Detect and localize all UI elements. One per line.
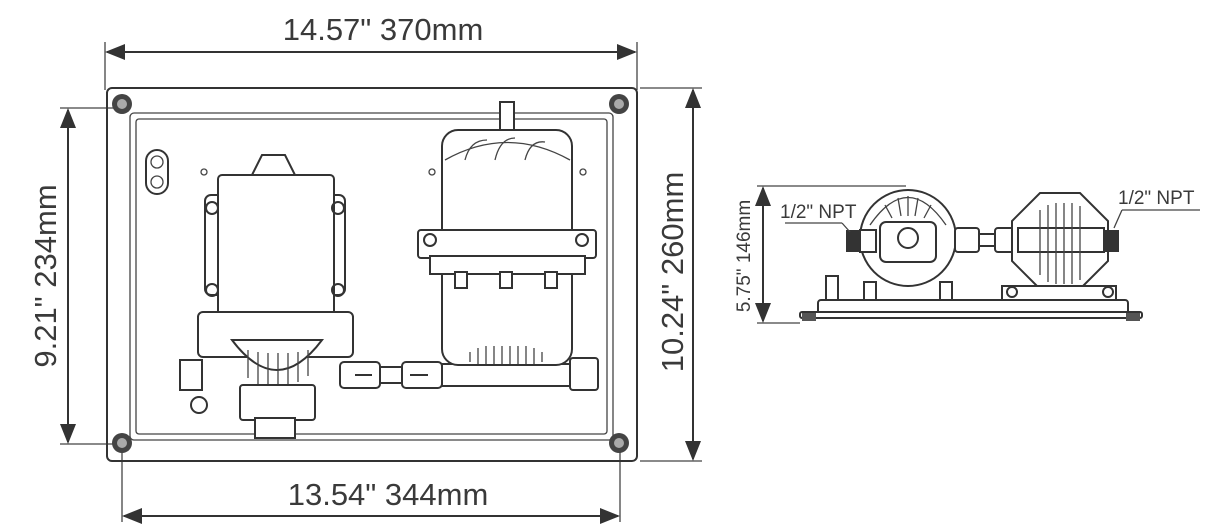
bottom-width-dimension: 13.54" 344mm bbox=[121, 445, 621, 524]
inlet-port-label: 1/2" NPT bbox=[780, 202, 857, 223]
outer-height-label: 10.24" 260mm bbox=[655, 172, 690, 373]
outer-width-label: 14.57" 370mm bbox=[283, 12, 484, 47]
mounting-plate bbox=[106, 87, 638, 462]
fitting-icon bbox=[339, 357, 599, 391]
hole-icon bbox=[190, 396, 208, 414]
side-height-dimension: 5.75" 146mm bbox=[734, 185, 906, 324]
top-width-dimension: 14.57" 370mm bbox=[104, 12, 638, 90]
side-pump-icon bbox=[846, 189, 957, 301]
side-height-label: 5.75" 146mm bbox=[734, 200, 755, 312]
switch-icon bbox=[145, 149, 169, 195]
side-tank-icon bbox=[1001, 192, 1119, 301]
pump-icon bbox=[179, 154, 354, 439]
plate-recess bbox=[129, 112, 614, 441]
front-view: 14.57" 370mm 13.54" 344mm 9.21" 234mm 10… bbox=[28, 12, 702, 524]
corner-screws bbox=[112, 94, 629, 453]
accumulator-tank-icon bbox=[417, 101, 597, 366]
left-height-dimension: 9.21" 234mm bbox=[28, 107, 120, 445]
right-height-dimension: 10.24" 260mm bbox=[640, 87, 702, 462]
outlet-port-label: 1/2" NPT bbox=[1118, 188, 1195, 209]
outlet-callout: 1/2" NPT bbox=[1113, 188, 1200, 229]
inlet-callout: 1/2" NPT bbox=[780, 202, 857, 233]
side-fitting-icon bbox=[954, 227, 980, 253]
mount-width-label: 13.54" 344mm bbox=[288, 477, 489, 512]
side-view: 5.75" 146mm bbox=[734, 185, 1200, 324]
mount-height-label: 9.21" 234mm bbox=[28, 184, 63, 367]
